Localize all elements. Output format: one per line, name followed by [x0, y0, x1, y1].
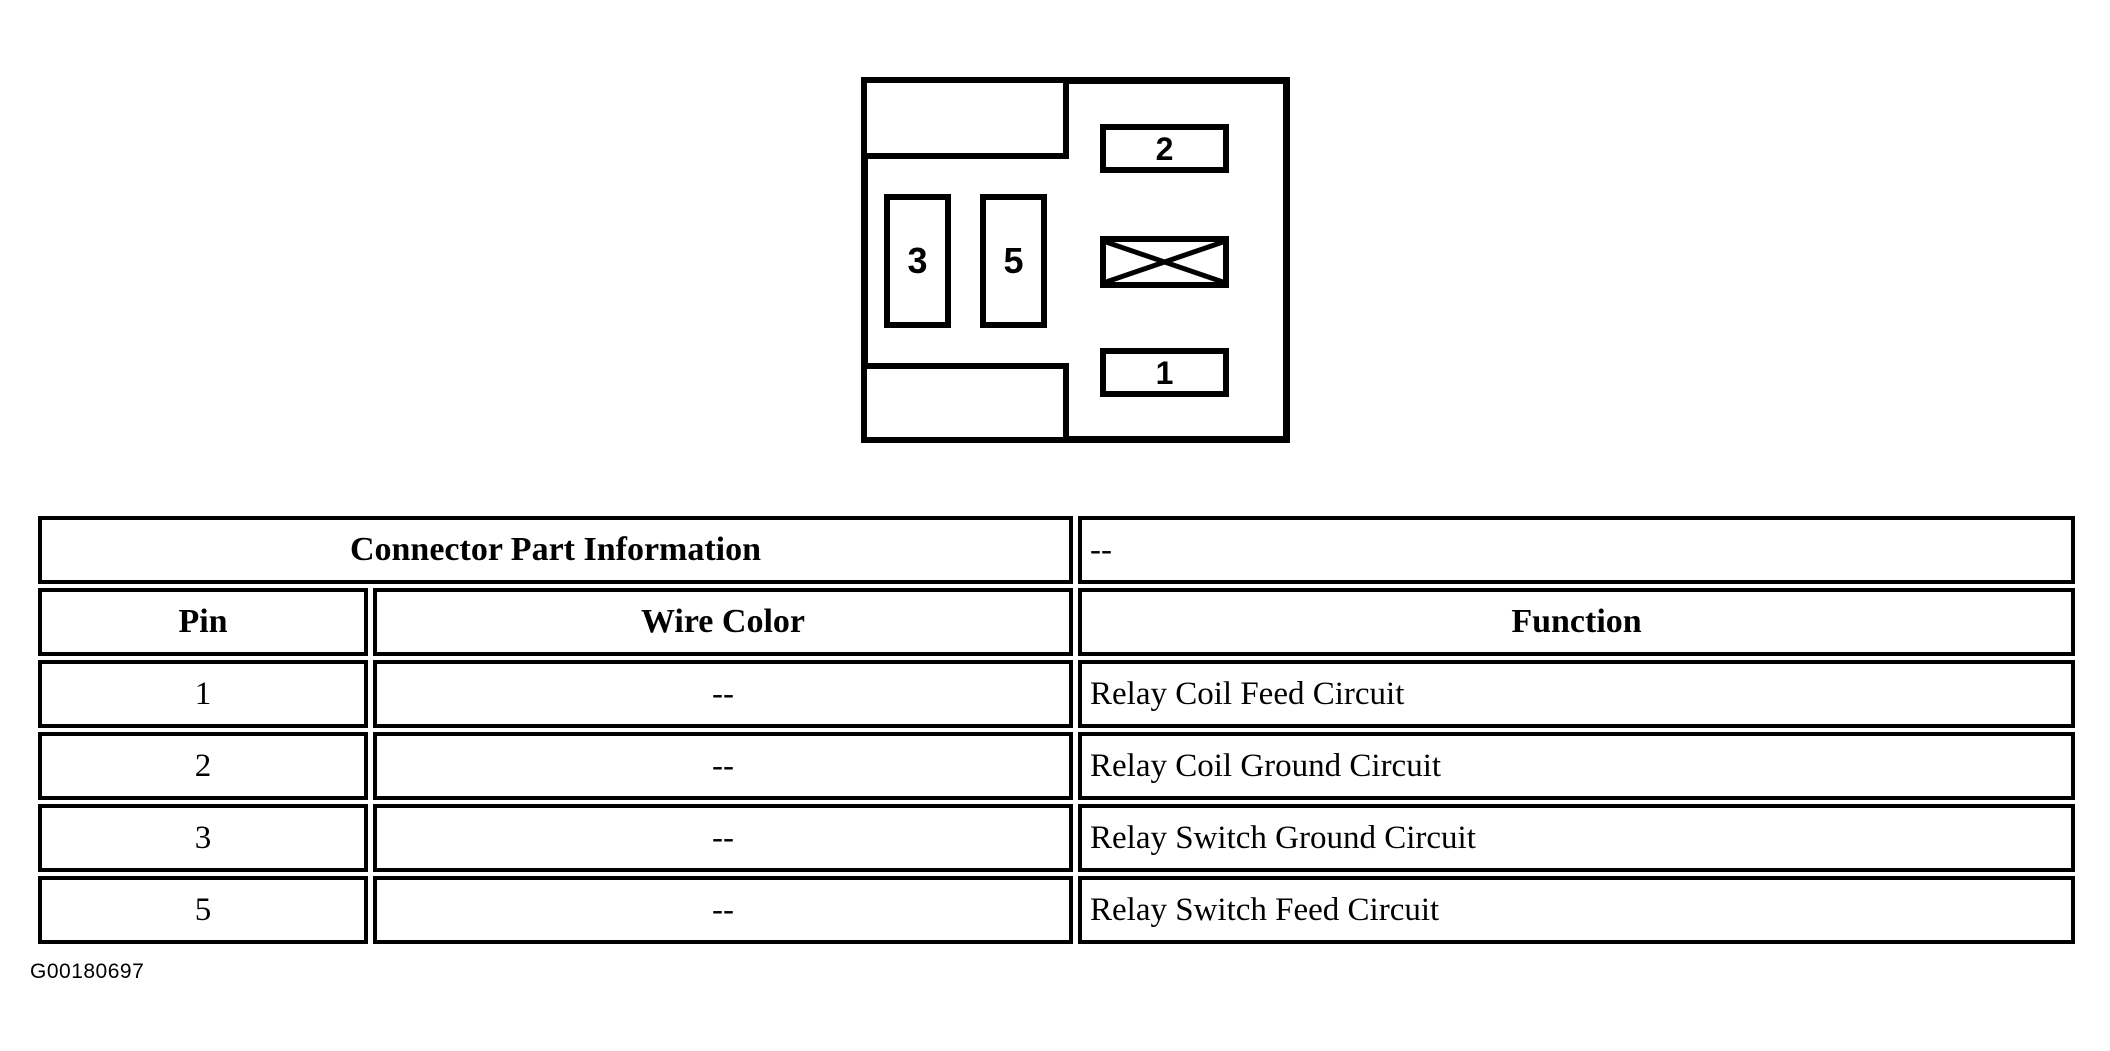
cell-wire-color-value: --: [712, 819, 734, 856]
terminal-box-1-label: 1: [1155, 354, 1174, 391]
cell-wire-color-value: --: [712, 747, 734, 784]
terminal-box-2-label: 2: [1155, 130, 1174, 167]
cross-icon: [1106, 242, 1223, 282]
cell-pin-value: 2: [194, 747, 212, 784]
cell-wire-color: --: [373, 660, 1073, 728]
column-header-pin-label: Pin: [178, 603, 228, 640]
connector-keyway-bottom: [867, 363, 1069, 437]
cell-pin: 5: [38, 876, 368, 944]
cell-wire-color: --: [373, 804, 1073, 872]
pin-slot-5-label: 5: [1003, 240, 1024, 281]
cell-pin: 1: [38, 660, 368, 728]
cell-function-value: Relay Coil Feed Circuit: [1090, 675, 1405, 712]
connector-keyway-top: [867, 83, 1069, 159]
cell-pin-value: 1: [194, 675, 212, 712]
connector-part-information-cell: Connector Part Information: [38, 516, 1073, 584]
table-row: 5 -- Relay Switch Feed Circuit: [38, 876, 2075, 944]
table-row: 3 -- Relay Switch Ground Circuit: [38, 804, 2075, 872]
column-header-wire-color-label: Wire Color: [641, 603, 805, 640]
pin-slot-5: 5: [980, 194, 1047, 328]
cell-function: Relay Coil Feed Circuit: [1078, 660, 2075, 728]
table-row: 1 -- Relay Coil Feed Circuit: [38, 660, 2075, 728]
terminal-box-1: 1: [1100, 348, 1229, 397]
pin-slot-3-label: 3: [907, 240, 928, 281]
pin-slot-3: 3: [884, 194, 951, 328]
cell-wire-color: --: [373, 732, 1073, 800]
column-header-pin: Pin: [38, 588, 368, 656]
cell-wire-color: --: [373, 876, 1073, 944]
cell-pin: 3: [38, 804, 368, 872]
terminal-box-2: 2: [1100, 124, 1229, 173]
connector-part-number-cell: --: [1078, 516, 2075, 584]
cell-pin: 2: [38, 732, 368, 800]
connector-part-information-label: Connector Part Information: [349, 531, 762, 568]
cell-function-value: Relay Switch Feed Circuit: [1090, 891, 1440, 928]
figure-code: G00180697: [30, 960, 145, 983]
cell-wire-color-value: --: [712, 675, 734, 712]
cell-function-value: Relay Switch Ground Circuit: [1090, 819, 1476, 856]
cell-function: Relay Coil Ground Circuit: [1078, 732, 2075, 800]
cell-pin-value: 3: [194, 819, 212, 856]
cell-wire-color-value: --: [712, 891, 734, 928]
table-header-row: Pin Wire Color Function: [38, 588, 2075, 656]
connector-part-number-value: --: [1090, 531, 1112, 568]
table-title-row: Connector Part Information --: [38, 516, 2075, 584]
column-header-function: Function: [1078, 588, 2075, 656]
column-header-wire-color: Wire Color: [373, 588, 1073, 656]
cell-function-value: Relay Coil Ground Circuit: [1090, 747, 1442, 784]
table-row: 2 -- Relay Coil Ground Circuit: [38, 732, 2075, 800]
cell-function: Relay Switch Ground Circuit: [1078, 804, 2075, 872]
terminal-box-crossed: [1100, 236, 1229, 288]
cell-pin-value: 5: [194, 891, 212, 928]
column-header-function-label: Function: [1511, 603, 1642, 640]
connector-diagram: 3 5 2 1: [861, 77, 1290, 443]
connector-pin-table: Connector Part Information -- Pin Wire C…: [38, 516, 2075, 948]
cell-function: Relay Switch Feed Circuit: [1078, 876, 2075, 944]
